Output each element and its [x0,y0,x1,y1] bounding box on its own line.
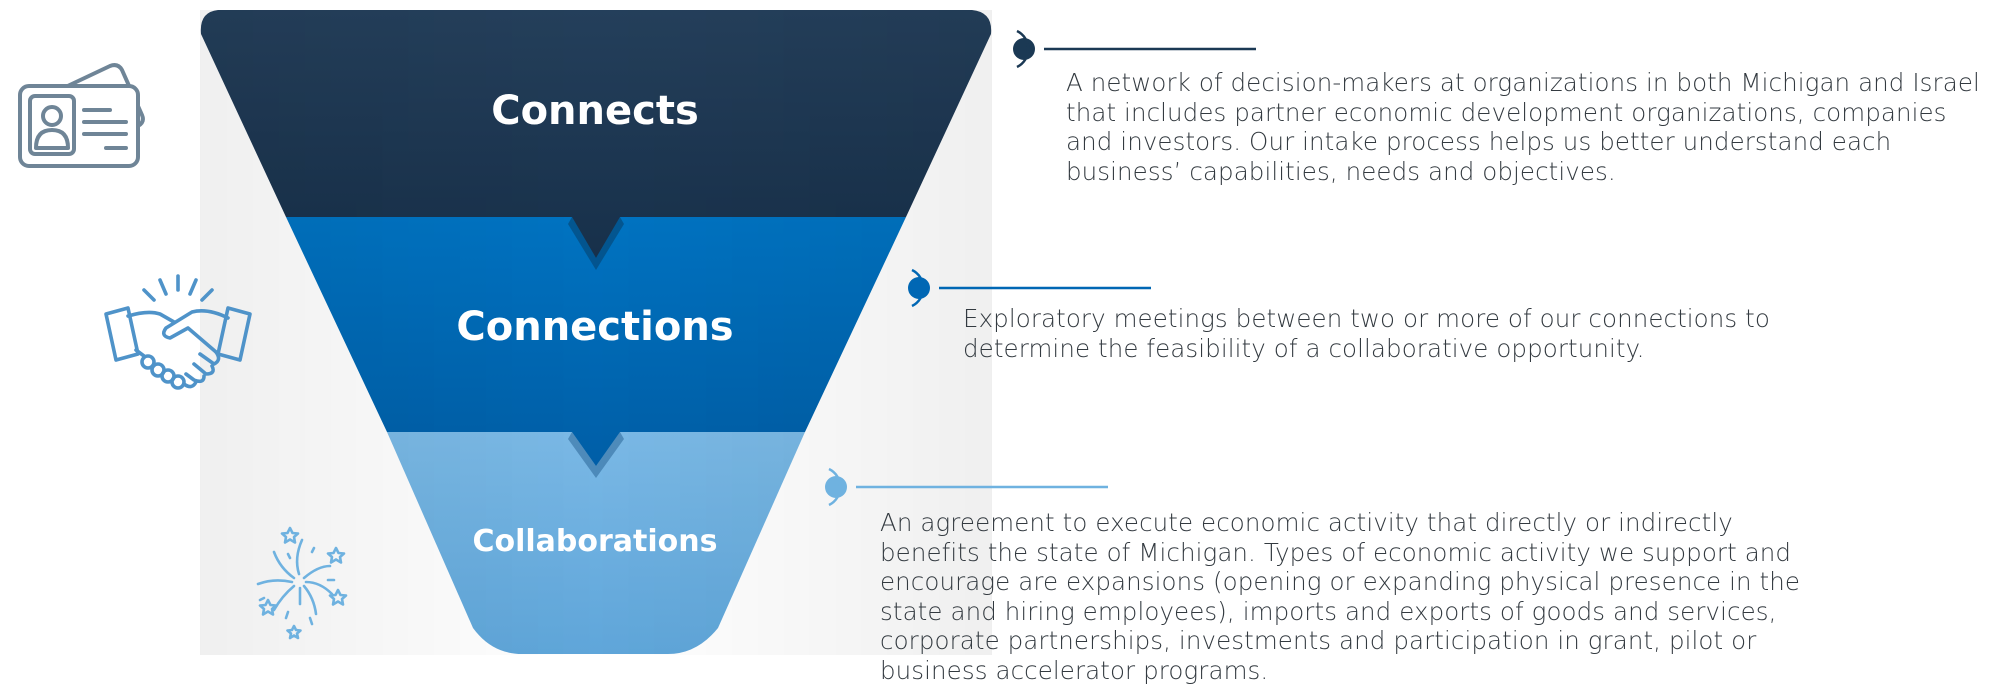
fireworks-icon [256,526,348,640]
connector-connects [1013,29,1256,69]
stage-title-connects: Connects [491,88,699,134]
id-card-icon [18,63,145,168]
description-connects: A network of decision-makers at organiza… [1066,68,1980,186]
handshake-icon [104,274,252,390]
connector-collaborations [825,467,1108,507]
stage-title-collaborations: Collaborations [472,524,718,559]
description-collaborations: An agreement to execute economic activit… [880,508,1801,685]
description-connections: Exploratory meetings between two or more… [963,304,1770,363]
connector-connections [908,268,1151,308]
stage-title-connections: Connections [456,304,734,350]
